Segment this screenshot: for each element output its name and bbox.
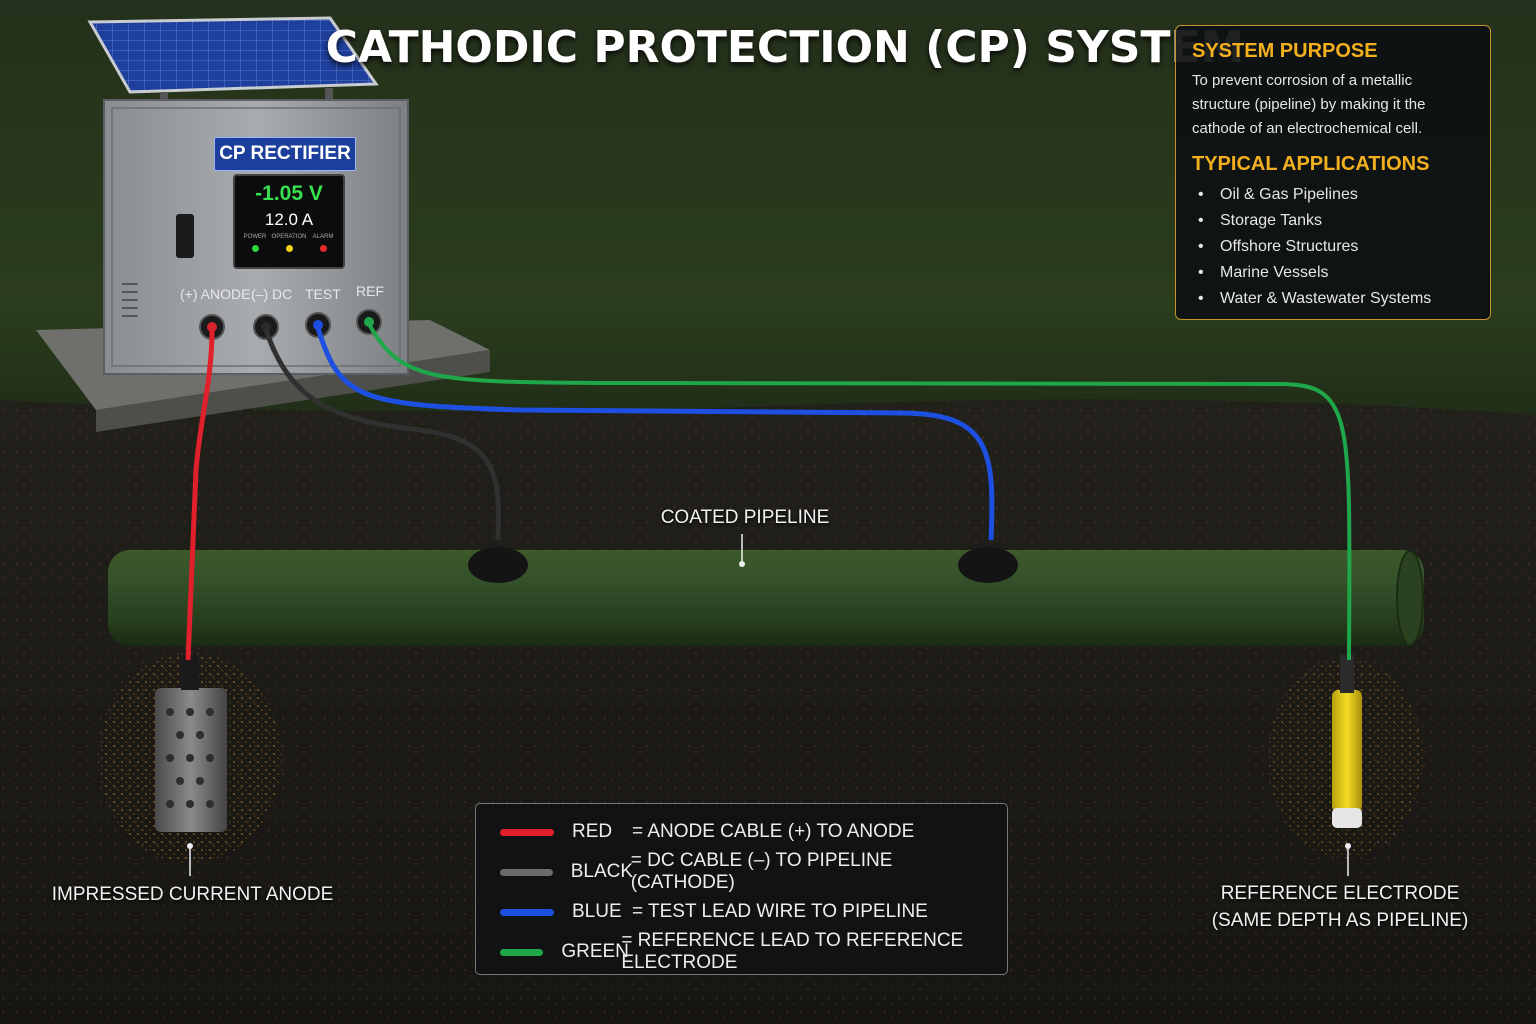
legend-row-black: BLACK = DC CABLE (–) TO PIPELINE (CATHOD… — [490, 850, 993, 893]
legend-description: = ANODE CABLE (+) TO ANODE — [632, 821, 915, 842]
rectifier-label: CP RECTIFIER — [214, 137, 356, 171]
dc-connection-point — [468, 547, 528, 583]
test-connection-point — [958, 547, 1018, 583]
pipeline-label: COATED PIPELINE — [660, 507, 830, 528]
black-swatch-icon — [500, 868, 553, 876]
purpose-heading: SYSTEM PURPOSE — [1192, 40, 1378, 62]
reference-electrode — [1332, 690, 1362, 812]
list-item: Marine Vessels — [1198, 260, 1474, 286]
list-item: Storage Tanks — [1198, 208, 1474, 234]
indicator-label-operation: OPERATION — [271, 234, 307, 240]
info-panel: SYSTEM PURPOSE To prevent corrosion of a… — [1175, 25, 1491, 320]
terminal-label-dc: (–) DC — [251, 286, 293, 302]
operation-led-icon — [286, 245, 293, 252]
voltage-readout: -1.05 V — [255, 182, 323, 205]
anode-label: IMPRESSED CURRENT ANODE — [51, 884, 334, 905]
legend-color-name: RED — [572, 821, 613, 842]
applications-heading: TYPICAL APPLICATIONS — [1192, 153, 1430, 175]
legend-color-name: BLUE — [572, 901, 622, 922]
legend-row-red: RED = ANODE CABLE (+) TO ANODE — [490, 812, 993, 852]
wire-legend: RED = ANODE CABLE (+) TO ANODE BLACK = D… — [475, 803, 1008, 975]
legend-description: = DC CABLE (–) TO PIPELINE (CATHODE) — [630, 850, 893, 893]
reference-label-line2: (SAME DEPTH AS PIPELINE) — [1211, 910, 1469, 931]
solar-panel — [87, 16, 379, 94]
blue-test-lead — [315, 327, 995, 541]
legend-color-name: GREEN — [561, 941, 629, 962]
reference-label-line1: REFERENCE ELECTRODE — [1220, 883, 1460, 904]
list-item: Water & Wastewater Systems — [1198, 286, 1474, 312]
blue-swatch-icon — [500, 908, 554, 916]
red-anode-cable — [185, 329, 215, 661]
indicator-label-power: POWER — [243, 234, 267, 240]
green-reference-lead — [367, 323, 1352, 661]
list-item: Offshore Structures — [1198, 234, 1474, 260]
indicator-label-alarm: ALARM — [312, 234, 334, 240]
page-title: CATHODIC PROTECTION (CP) SYSTEM — [325, 22, 1245, 73]
legend-description: = REFERENCE LEAD TO REFERENCE ELECTRODE — [621, 930, 964, 973]
red-swatch-icon — [500, 828, 554, 836]
legend-row-blue: BLUE = TEST LEAD WIRE TO PIPELINE — [490, 892, 993, 932]
purpose-text: To prevent corrosion of a metallic struc… — [1192, 72, 1426, 137]
legend-color-name: BLACK — [570, 861, 634, 882]
terminal-label-ref: REF — [356, 283, 384, 299]
terminal-label-test: TEST — [305, 286, 341, 302]
black-dc-cable — [263, 329, 502, 541]
coated-pipeline — [108, 550, 1424, 646]
legend-row-green: GREEN = REFERENCE LEAD TO REFERENCE ELEC… — [490, 930, 993, 973]
terminal-label-anode: (+) ANODE — [180, 286, 251, 302]
cabinet-handle[interactable] — [176, 214, 194, 258]
legend-description: = TEST LEAD WIRE TO PIPELINE — [632, 901, 928, 922]
current-readout: 12.0 A — [264, 210, 314, 229]
alarm-led-icon — [320, 245, 327, 252]
power-led-icon — [252, 245, 259, 252]
rectifier-display: -1.05 V 12.0 A POWER OPERATION ALARM — [233, 174, 345, 269]
list-item: Oil & Gas Pipelines — [1198, 182, 1474, 208]
green-swatch-icon — [500, 948, 544, 956]
applications-list: Oil & Gas Pipelines Storage Tanks Offsho… — [1192, 182, 1474, 312]
